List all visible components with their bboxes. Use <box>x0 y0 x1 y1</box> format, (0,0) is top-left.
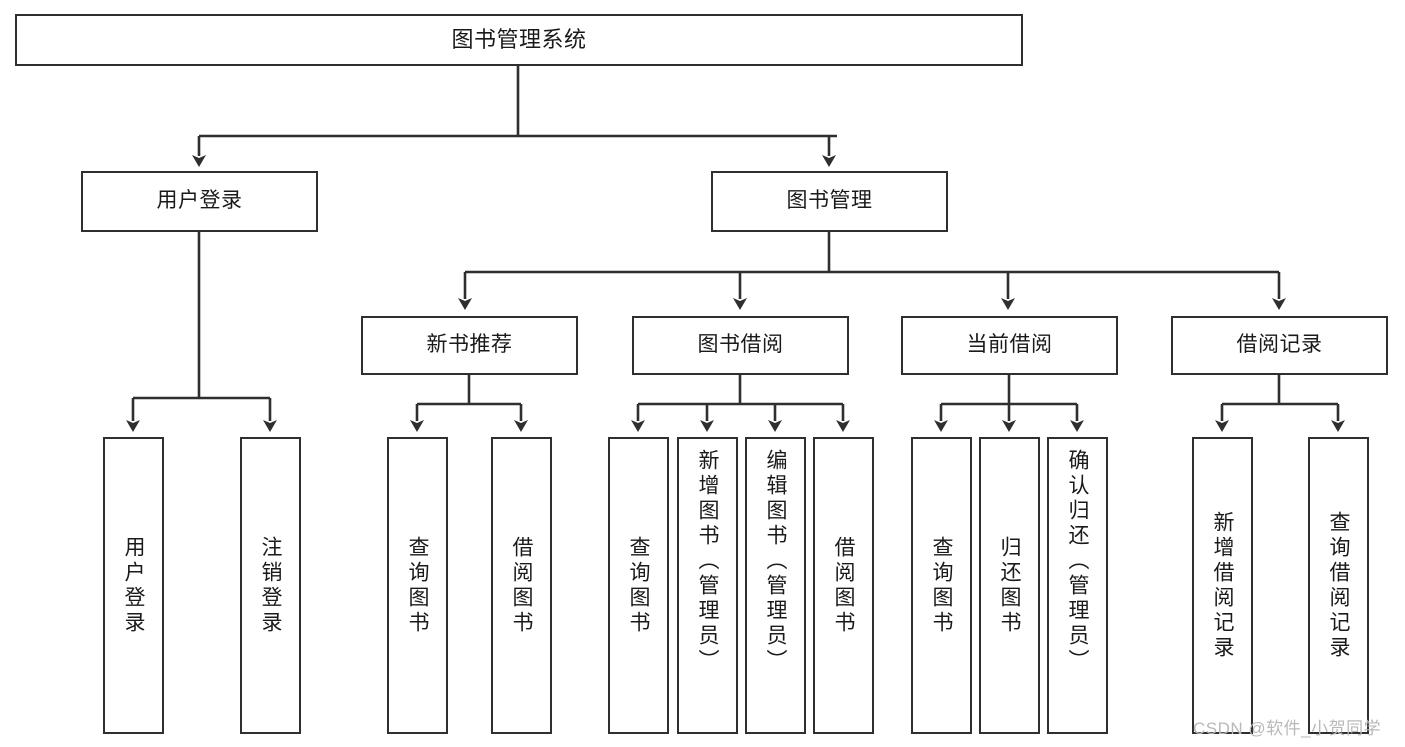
node-borrow-record[interactable]: 借阅记录 <box>1171 316 1388 375</box>
watermark-text: CSDN @软件_小贺同学 <box>1193 719 1382 738</box>
leaf-borrow-borrow-book[interactable]: 借阅图书 <box>813 437 874 734</box>
node-label: 查询借阅记录 <box>1327 510 1350 661</box>
node-label: 查询图书 <box>406 535 429 636</box>
node-label: 注销登录 <box>259 535 282 636</box>
leaf-current-return-book[interactable]: 归还图书 <box>979 437 1040 734</box>
node-label: 图书借阅 <box>697 333 784 357</box>
leaf-borrow-add-book[interactable]: 新增图书（管理员） <box>677 437 738 734</box>
leaf-current-query-book[interactable]: 查询图书 <box>911 437 972 734</box>
node-label: 新增借阅记录 <box>1211 510 1234 661</box>
node-label: 用户登录 <box>156 189 243 213</box>
node-label: 归还图书 <box>998 535 1021 636</box>
node-label: 借阅图书 <box>832 535 855 636</box>
leaf-recommend-borrow-book[interactable]: 借阅图书 <box>491 437 552 734</box>
node-current-borrow[interactable]: 当前借阅 <box>901 316 1118 375</box>
node-label: 用户登录 <box>122 535 145 636</box>
leaf-borrow-query-book[interactable]: 查询图书 <box>608 437 669 734</box>
node-label: 查询图书 <box>627 535 650 636</box>
leaf-record-query-record[interactable]: 查询借阅记录 <box>1308 437 1369 734</box>
node-label: 图书管理系统 <box>451 27 587 53</box>
node-label: 图书管理 <box>786 189 873 213</box>
node-root-system[interactable]: 图书管理系统 <box>15 14 1023 66</box>
leaf-record-add-record[interactable]: 新增借阅记录 <box>1192 437 1253 734</box>
leaf-borrow-edit-book[interactable]: 编辑图书（管理员） <box>745 437 806 734</box>
leaf-user-login[interactable]: 用户登录 <box>103 437 164 734</box>
leaf-logout[interactable]: 注销登录 <box>240 437 301 734</box>
node-user-login[interactable]: 用户登录 <box>81 171 318 232</box>
node-label: 编辑图书（管理员） <box>764 449 787 674</box>
node-label: 确认归还（管理员） <box>1066 449 1089 674</box>
node-book-management[interactable]: 图书管理 <box>711 171 948 232</box>
node-label: 新增图书（管理员） <box>696 449 719 674</box>
node-label: 借阅记录 <box>1236 333 1323 357</box>
node-new-book-recommend[interactable]: 新书推荐 <box>361 316 578 375</box>
node-label: 新书推荐 <box>426 333 513 357</box>
node-label: 当前借阅 <box>966 333 1053 357</box>
node-book-borrow[interactable]: 图书借阅 <box>632 316 849 375</box>
leaf-recommend-query-book[interactable]: 查询图书 <box>387 437 448 734</box>
leaf-current-confirm-return[interactable]: 确认归还（管理员） <box>1047 437 1108 734</box>
node-label: 借阅图书 <box>510 535 533 636</box>
node-label: 查询图书 <box>930 535 953 636</box>
